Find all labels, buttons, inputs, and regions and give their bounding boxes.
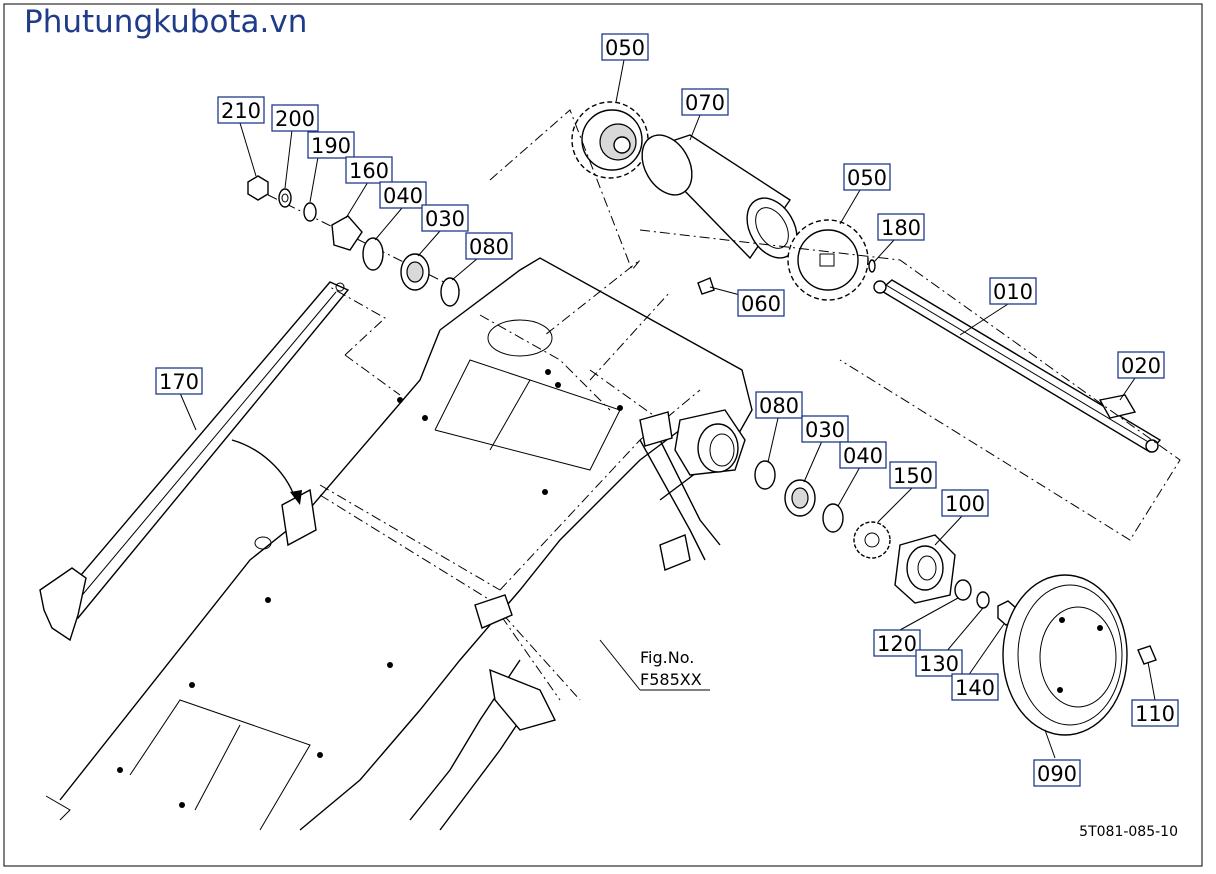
bearing-housing — [674, 409, 746, 476]
sprocket-050-top — [571, 101, 649, 179]
svg-text:050: 050 — [605, 36, 645, 60]
part-label-110[interactable]: 110 — [1131, 699, 1179, 727]
svg-text:070: 070 — [685, 91, 725, 115]
snap-ring-040-left — [362, 237, 384, 271]
part-label-030-left[interactable]: 030 — [421, 204, 469, 232]
housing-frame — [45, 257, 753, 831]
sprocket-150 — [853, 521, 891, 559]
svg-text:210: 210 — [221, 99, 261, 123]
bearing-030-left — [400, 253, 430, 291]
svg-text:020: 020 — [1121, 354, 1161, 378]
svg-text:090: 090 — [1037, 762, 1077, 786]
svg-text:120: 120 — [877, 632, 917, 656]
shaft-part-010 — [873, 279, 1162, 453]
bolt-060 — [697, 277, 715, 295]
svg-text:050: 050 — [847, 166, 887, 190]
part-label-040-left[interactable]: 040 — [379, 181, 427, 209]
part-label-210[interactable]: 210 — [217, 96, 265, 124]
svg-text:180: 180 — [881, 216, 921, 240]
washer-190 — [303, 202, 317, 222]
part-label-080-right[interactable]: 080 — [755, 391, 803, 419]
svg-text:060: 060 — [741, 292, 781, 316]
svg-text:200: 200 — [275, 107, 315, 131]
leader-lines — [179, 59, 1156, 759]
part-label-160[interactable]: 160 — [345, 156, 393, 184]
svg-text:080: 080 — [469, 235, 509, 259]
svg-text:130: 130 — [919, 652, 959, 676]
part-label-030-right[interactable]: 030 — [801, 415, 849, 443]
part-label-180[interactable]: 180 — [877, 213, 925, 241]
figure-note-label: Fig.No. — [640, 648, 694, 667]
svg-text:160: 160 — [349, 159, 389, 183]
part-label-090[interactable]: 090 — [1033, 759, 1081, 787]
assembly-arrow — [231, 439, 296, 499]
part-label-040-right[interactable]: 040 — [839, 441, 887, 469]
svg-text:040: 040 — [383, 184, 423, 208]
part-label-080-left[interactable]: 080 — [465, 232, 513, 260]
key-180 — [868, 259, 876, 273]
seal-080-right — [754, 460, 776, 490]
snap-ring-040-right — [822, 503, 844, 533]
svg-text:190: 190 — [311, 134, 351, 158]
svg-text:100: 100 — [945, 492, 985, 516]
washer-200 — [278, 188, 292, 208]
sprocket-050-right — [787, 219, 869, 301]
part-label-190[interactable]: 190 — [307, 131, 355, 159]
pulley-090 — [1002, 574, 1128, 736]
figure-note-number: F585XX — [640, 670, 702, 689]
svg-text:030: 030 — [805, 418, 845, 442]
collar-160 — [331, 215, 363, 251]
part-label-150[interactable]: 150 — [889, 461, 937, 489]
arm-part-170 — [39, 281, 350, 642]
part-label-120[interactable]: 120 — [873, 629, 921, 657]
part-label-070[interactable]: 070 — [681, 88, 729, 116]
part-label-050-top[interactable]: 050 — [601, 33, 649, 61]
part-label-020[interactable]: 020 — [1117, 351, 1165, 379]
svg-text:010: 010 — [993, 280, 1033, 304]
svg-text:080: 080 — [759, 394, 799, 418]
part-label-200[interactable]: 200 — [271, 104, 319, 132]
seal-080-left — [440, 277, 460, 307]
svg-text:140: 140 — [955, 676, 995, 700]
bolt-110 — [1137, 645, 1157, 665]
part-label-140[interactable]: 140 — [951, 673, 999, 701]
part-label-130[interactable]: 130 — [915, 649, 963, 677]
washer-120 — [954, 579, 972, 601]
part-label-060[interactable]: 060 — [737, 289, 785, 317]
svg-text:110: 110 — [1135, 702, 1175, 726]
part-label-050-right[interactable]: 050 — [843, 163, 891, 191]
part-label-010[interactable]: 010 — [989, 277, 1037, 305]
part-label-170[interactable]: 170 — [155, 367, 203, 395]
svg-text:030: 030 — [425, 207, 465, 231]
part-label-100[interactable]: 100 — [941, 489, 989, 517]
svg-text:170: 170 — [159, 370, 199, 394]
nut-210 — [247, 175, 269, 201]
drawing-frame — [3, 3, 1203, 867]
lockwasher-130 — [976, 591, 990, 609]
watermark-brand: Phutungkubota.vn — [24, 4, 308, 40]
svg-text:150: 150 — [893, 464, 933, 488]
bearing-030-right — [784, 479, 816, 517]
tube-part-070 — [641, 134, 798, 260]
flange-100 — [894, 534, 956, 604]
svg-text:040: 040 — [843, 444, 883, 468]
drawing-code: 5T081-085-10 — [1079, 824, 1178, 840]
